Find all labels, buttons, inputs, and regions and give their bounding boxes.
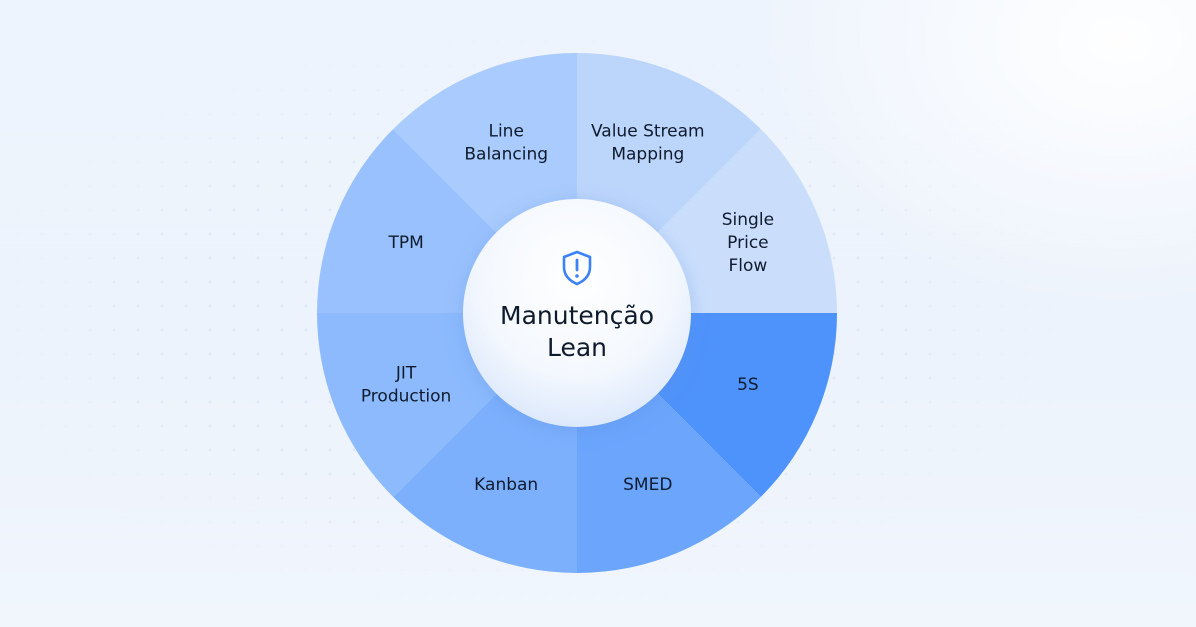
label-jit-production-line-1: JIT <box>395 363 417 383</box>
label-smed-line-1: SMED <box>623 475 672 495</box>
label-line-balancing-line-1: Line <box>488 122 523 142</box>
center-hub: Manutenção Lean <box>463 199 691 427</box>
label-5s-line-1: 5S <box>737 375 759 395</box>
center-title-line-2: Lean <box>547 333 607 362</box>
label-jit-production-line-2: Production <box>361 386 451 406</box>
label-tpm-line-1: TPM <box>387 233 423 253</box>
label-kanban-line-1: Kanban <box>474 475 538 495</box>
label-line-balancing-line-2: Balancing <box>464 145 548 165</box>
label-single-price-flow-line-3: Flow <box>728 256 767 276</box>
shield-alert-icon <box>562 250 592 286</box>
label-value-stream-mapping-line-2: Mapping <box>611 145 684 165</box>
center-title-line-1: Manutenção <box>500 301 654 330</box>
label-single-price-flow-line-1: Single <box>722 210 774 230</box>
center-circle <box>463 199 691 427</box>
label-value-stream-mapping-line-1: Value Stream <box>591 122 705 142</box>
label-single-price-flow-line-2: Price <box>727 233 768 253</box>
